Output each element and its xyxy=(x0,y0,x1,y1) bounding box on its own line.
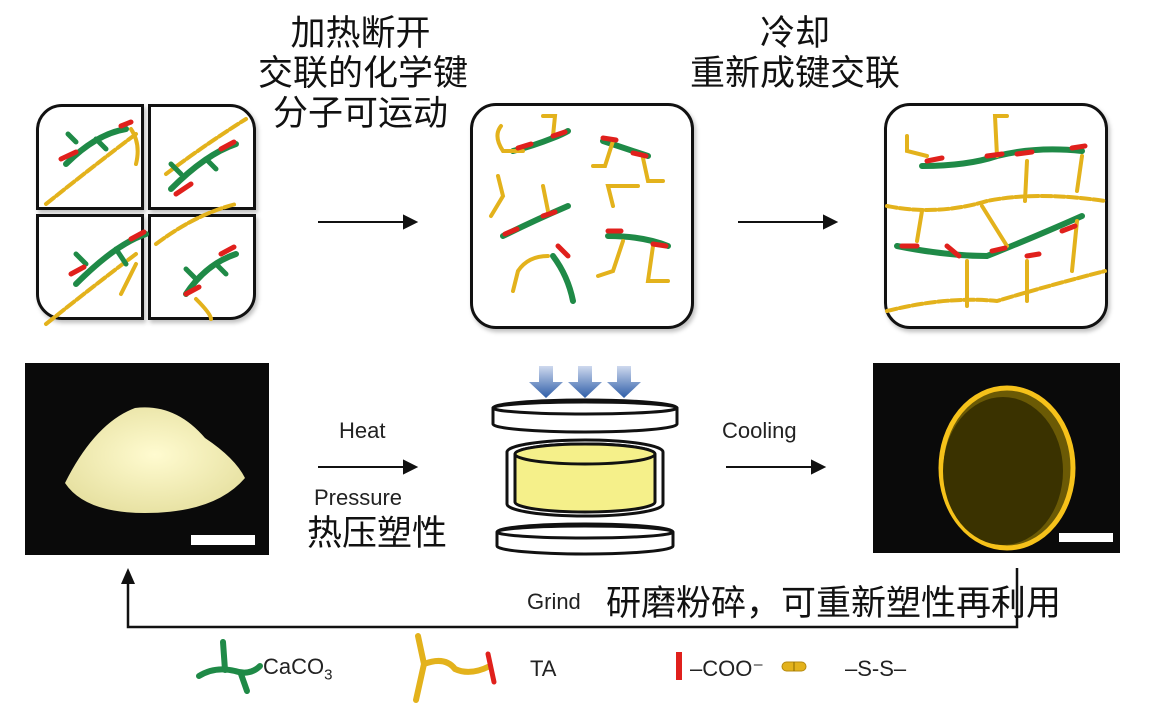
reformed-network-panel xyxy=(884,103,1108,329)
fragmented-network-drawing xyxy=(44,117,248,326)
hot-press-illustration xyxy=(485,360,685,560)
recycle-loop-arrow xyxy=(126,568,1019,629)
legend-caco3-subscript: 3 xyxy=(324,666,333,684)
pressure-label: Pressure xyxy=(314,485,403,510)
hot-press-cn-label: 热压塑性 xyxy=(307,514,448,554)
scale-bar xyxy=(191,535,255,545)
cooling-label: Cooling xyxy=(722,418,797,443)
cool-reform-label: 冷却 重新成键交联 xyxy=(665,14,925,94)
cool-reform-line-1: 冷却 xyxy=(759,14,830,54)
recycle-arrow-head xyxy=(121,568,135,584)
broken-network-panel xyxy=(470,103,694,329)
caco3-network-icon xyxy=(196,639,263,694)
grind-cn-label: 研磨粉碎，可重新塑性再利用 xyxy=(606,584,1062,624)
carboxylate-icon xyxy=(676,652,682,680)
disc xyxy=(938,385,1113,551)
quadrant-top-left xyxy=(36,104,144,210)
powder-pile xyxy=(65,407,255,545)
heat-break-line-3: 分子可运动 xyxy=(272,94,448,134)
ta-chain-icon xyxy=(413,633,497,703)
heat-break-label: 加热断开 交联的化学键 分子可运动 xyxy=(258,14,469,134)
legend-caco3-label: CaCO xyxy=(263,654,325,679)
scale-bar xyxy=(1059,533,1113,542)
disc-photo xyxy=(873,363,1120,553)
heat-label: Heat xyxy=(339,418,386,443)
legend-ss-label: –S-S– xyxy=(845,656,907,681)
hot-press-drawing xyxy=(491,366,679,556)
legend: CaCO3 TA –COO⁻ –S-S– xyxy=(185,632,945,708)
quadrant-top-right xyxy=(148,104,256,210)
legend-coo-label: –COO⁻ xyxy=(690,656,764,681)
disulfide-icon xyxy=(781,661,807,672)
legend-ta-label: TA xyxy=(530,656,557,681)
broken-network-drawing xyxy=(489,114,671,304)
pressure-arrows xyxy=(529,366,641,398)
powder-photo xyxy=(25,363,269,555)
fragmented-network-panel xyxy=(36,104,262,330)
reformed-network-drawing xyxy=(885,114,1107,313)
heat-break-line-1: 加热断开 xyxy=(290,14,431,54)
heat-break-line-2: 交联的化学键 xyxy=(258,54,469,94)
grind-label: Grind xyxy=(527,589,581,614)
cool-reform-line-2: 重新成键交联 xyxy=(689,54,900,94)
